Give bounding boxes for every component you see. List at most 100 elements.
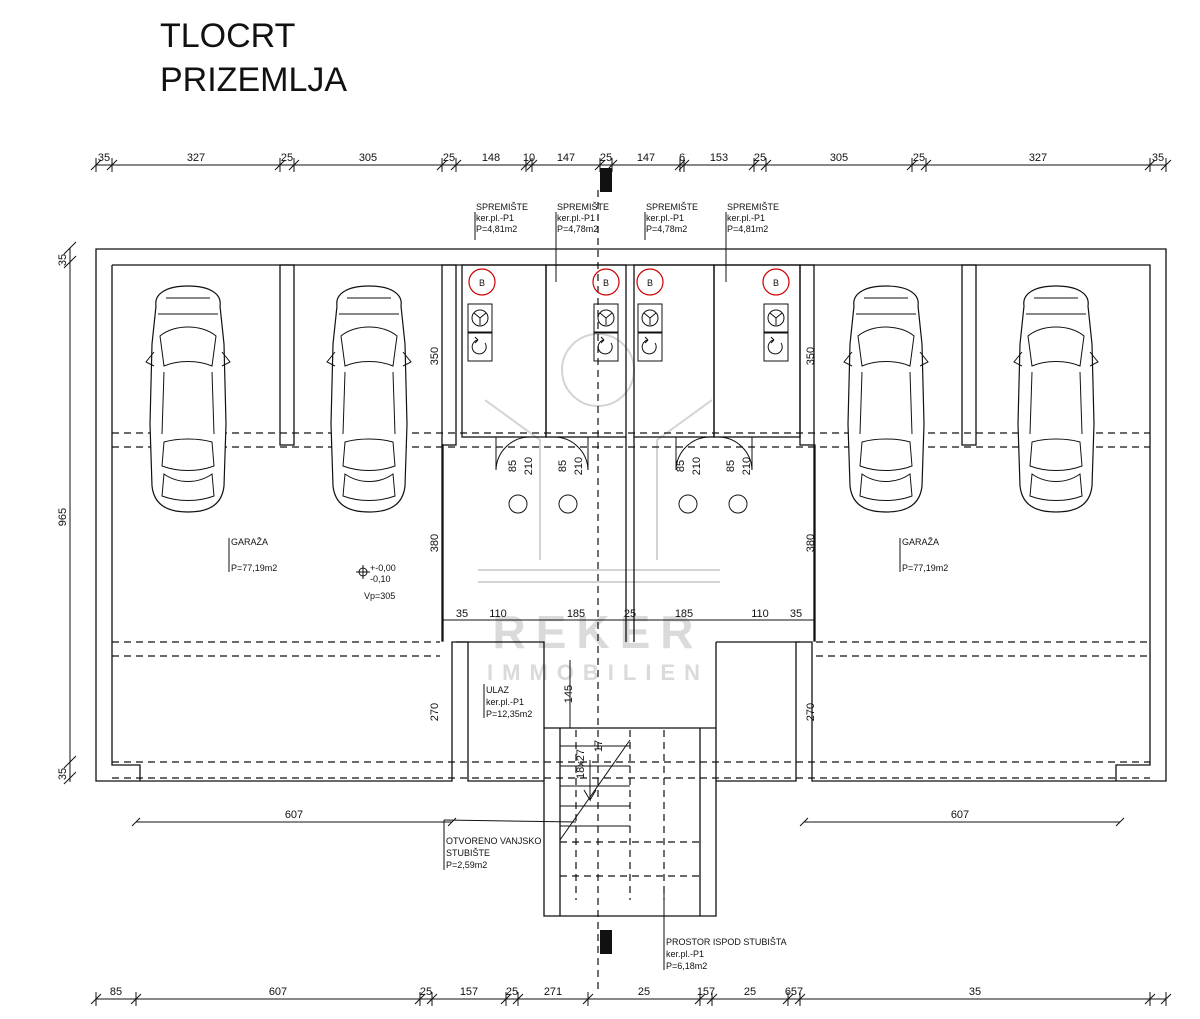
car-icon <box>145 285 231 513</box>
car-icon <box>326 285 412 513</box>
dimension-label: 657 <box>785 986 803 998</box>
dimension-tick <box>706 992 718 1006</box>
garage-name: GARAŽA <box>902 537 939 547</box>
dim-left-bottom: 35 <box>57 768 69 780</box>
storage-room-4: B SPREMIŠTE ker.pl.-P1 P=4,81m2 <box>725 202 790 362</box>
dimension-label: 35 <box>98 152 110 164</box>
dimension-label: 25 <box>638 986 650 998</box>
storage-floor: ker.pl.-P1 <box>727 213 765 223</box>
door-dimensions: 85 210 85 210 85 210 85 210 <box>507 457 753 475</box>
title-line-1: TLOCRT <box>160 17 296 55</box>
dimension-label: 10 <box>523 152 535 164</box>
dimension-label: 25 <box>281 152 293 164</box>
dimension-tick <box>130 992 142 1006</box>
dimension-label: 305 <box>830 152 848 164</box>
dim-stairs-steps: 18x27 <box>575 749 587 779</box>
dim-stairs-17: 17 <box>593 740 605 752</box>
dimension-label: 147 <box>637 152 655 164</box>
dimension-label: 271 <box>544 986 562 998</box>
boiler-label: B <box>773 278 779 288</box>
inner-vertical-dimensions: 350 380 270 350 380 270 145 18x27 17 <box>429 347 817 779</box>
dimension-tick <box>906 158 918 172</box>
dimension-tick <box>414 992 426 1006</box>
dimension-tick <box>436 158 448 172</box>
pump-icon <box>763 332 789 362</box>
dim-right-350: 350 <box>805 347 817 365</box>
door-height: 210 <box>691 457 703 475</box>
dimension-tick <box>288 158 300 172</box>
stairs-line-1: OTVORENO VANJSKO <box>446 836 541 846</box>
stairs-label: OTVORENO VANJSKO STUBIŠTE P=2,59m2 <box>443 819 577 870</box>
storage-floor: ker.pl.-P1 <box>557 213 595 223</box>
stairs-area: P=2,59m2 <box>446 860 487 870</box>
dimension-tick <box>274 158 286 172</box>
dimension-tick <box>694 992 706 1006</box>
dim-right-270: 270 <box>805 703 817 721</box>
boiler-label: B <box>647 278 653 288</box>
storage-name: SPREMIŠTE <box>646 202 698 212</box>
dimension-tick <box>794 992 806 1006</box>
car-icon <box>1013 285 1099 513</box>
dim-inner: 185 <box>567 608 585 620</box>
storage-name: SPREMIŠTE <box>557 202 609 212</box>
dimension-label: 25 <box>744 986 756 998</box>
dimension-tick <box>748 158 760 172</box>
boiler-icon <box>468 268 496 296</box>
storage-area: P=4,78m2 <box>646 224 687 234</box>
fan-icon <box>467 303 493 333</box>
entrance-label: ULAZ ker.pl.-P1 P=12,35m2 <box>483 684 532 719</box>
dim-inner: 185 <box>675 608 693 620</box>
dim-stairs-145: 145 <box>563 685 575 703</box>
dim-left-380: 380 <box>429 534 441 552</box>
door-width: 85 <box>725 460 737 472</box>
dashed-lines <box>112 190 1150 990</box>
dimension-tick <box>106 158 118 172</box>
section-marker-top <box>599 168 613 192</box>
dimension-label: 25 <box>420 986 432 998</box>
dimension-tick <box>582 992 594 1006</box>
pump-icon <box>637 332 663 362</box>
dim-left-top: 35 <box>57 254 69 266</box>
dim-garage-right: 607 <box>951 809 969 821</box>
dimension-tick <box>1160 992 1172 1006</box>
inner-horizontal-dimensions: 35 110 185 25 185 110 35 <box>442 608 814 621</box>
watermark-sub: IMMOBILIEN <box>487 660 709 685</box>
dimension-tick <box>1144 992 1156 1006</box>
dimension-tick <box>512 992 524 1006</box>
under-stairs-area: P=6,18m2 <box>666 961 707 971</box>
dimension-label: 35 <box>969 986 981 998</box>
dim-left-350: 350 <box>429 347 441 365</box>
dimension-label: 157 <box>697 986 715 998</box>
dimension-label: 157 <box>460 986 478 998</box>
door-width: 85 <box>675 460 687 472</box>
dim-right-380: 380 <box>805 534 817 552</box>
dimension-label: 25 <box>443 152 455 164</box>
dimension-label: 25 <box>506 986 518 998</box>
dimension-tick <box>450 158 462 172</box>
storage-floor: ker.pl.-P1 <box>646 213 684 223</box>
dimension-tick <box>1160 158 1172 172</box>
dimension-label: 327 <box>187 152 205 164</box>
dimension-label: 25 <box>754 152 766 164</box>
storage-area: P=4,78m2 <box>557 224 598 234</box>
storage-area: P=4,81m2 <box>476 224 517 234</box>
level-upper: +-0,00 <box>370 563 396 573</box>
dimension-tick <box>520 158 532 172</box>
watermark-brand: REKER <box>492 606 703 658</box>
storage-room-1: B SPREMIŠTE ker.pl.-P1 P=4,81m2 <box>467 202 528 362</box>
door-height: 210 <box>573 457 585 475</box>
dimension-tick <box>500 992 512 1006</box>
dim-inner: 110 <box>489 608 507 620</box>
stairs-line-2: STUBIŠTE <box>446 848 490 858</box>
storage-room-3: B SPREMIŠTE ker.pl.-P1 P=4,78m2 <box>636 202 698 362</box>
under-stairs-name: PROSTOR ISPOD STUBIŠTA <box>666 937 787 947</box>
plan-title: TLOCRT PRIZEMLJA <box>160 14 347 102</box>
dim-garage-left: 607 <box>285 809 303 821</box>
garage-area: P=77,19m2 <box>231 563 277 573</box>
boiler-label: B <box>479 278 485 288</box>
dimension-label: 305 <box>359 152 377 164</box>
fan-icon <box>637 303 663 333</box>
dimension-tick <box>760 158 772 172</box>
